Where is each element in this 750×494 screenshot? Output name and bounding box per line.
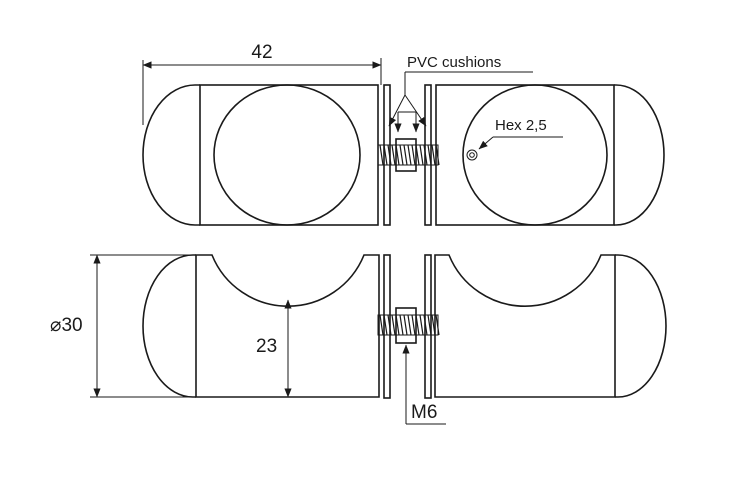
left-knob-dome	[142, 84, 200, 226]
left-knob-face	[213, 84, 361, 226]
dimension-width-label: 42	[251, 42, 272, 63]
left-plate-front	[383, 254, 391, 399]
thread-label: M6	[411, 402, 437, 423]
right-knob-dome	[614, 84, 665, 226]
hex-label: Hex 2,5	[495, 117, 547, 134]
hex-socket-inner	[469, 152, 475, 158]
dimension-width: 42	[142, 42, 382, 125]
right-plate-front	[424, 254, 432, 399]
right-knob-profile	[434, 254, 616, 398]
hex-socket-outer	[466, 149, 478, 161]
left-knob-body	[199, 84, 379, 226]
front-view	[142, 254, 667, 399]
dimension-height: 23	[256, 299, 292, 398]
top-view	[142, 84, 665, 226]
dimension-diameter-label: ⌀30	[50, 315, 83, 336]
thread-callout: M6	[402, 344, 446, 425]
left-knob-profile	[195, 254, 380, 398]
dimension-height-label: 23	[256, 336, 277, 357]
dimension-diameter: ⌀30	[50, 254, 200, 398]
threaded-rod-top	[377, 138, 440, 172]
pvc-callout: PVC cushions	[388, 54, 533, 133]
left-knob-dome-front	[142, 254, 196, 398]
pvc-label: PVC cushions	[407, 54, 501, 71]
right-knob-face	[462, 84, 608, 226]
threaded-rod-front	[377, 307, 440, 344]
right-knob-dome-front	[615, 254, 667, 398]
hex-callout: Hex 2,5	[478, 117, 563, 150]
